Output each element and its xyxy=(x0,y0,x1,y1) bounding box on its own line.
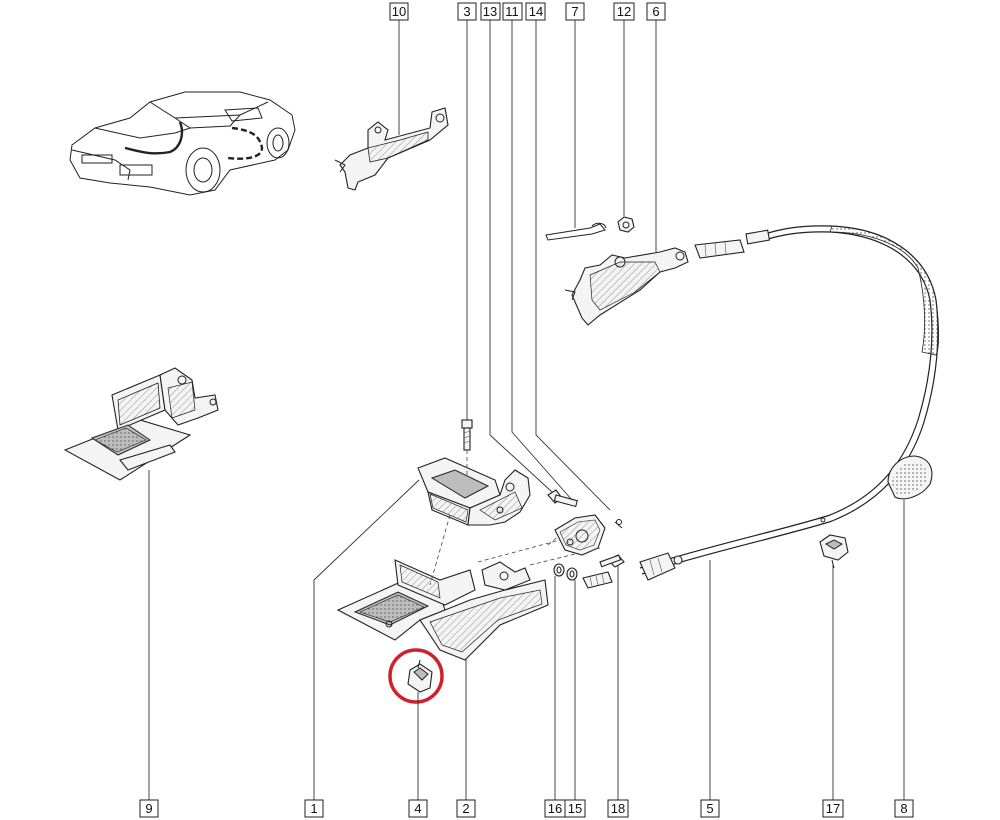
svg-text:14: 14 xyxy=(529,4,543,19)
callout-11: 11 xyxy=(502,2,523,21)
bolt-and-washers xyxy=(547,489,625,589)
callout-18: 18 xyxy=(607,799,629,818)
svg-text:3: 3 xyxy=(463,4,470,19)
svg-text:1: 1 xyxy=(310,801,317,816)
callout-9: 9 xyxy=(139,799,159,818)
part-10-bracket xyxy=(334,107,449,191)
part-12-nut xyxy=(617,216,635,233)
callout-8: 8 xyxy=(894,799,914,818)
svg-text:9: 9 xyxy=(145,801,152,816)
svg-text:17: 17 xyxy=(826,801,840,816)
car-illustration xyxy=(69,91,296,196)
part-3-screw xyxy=(461,419,473,451)
svg-text:10: 10 xyxy=(392,4,406,19)
callout-12: 12 xyxy=(613,2,635,21)
callout-3: 3 xyxy=(457,2,477,21)
part-2-base-plate xyxy=(336,559,549,661)
svg-text:15: 15 xyxy=(568,801,582,816)
svg-text:6: 6 xyxy=(652,4,659,19)
part-7-rod xyxy=(545,222,607,241)
callout-6: 6 xyxy=(646,2,666,21)
svg-text:18: 18 xyxy=(611,801,625,816)
part-9-assembly xyxy=(63,367,219,481)
callout-1: 1 xyxy=(304,799,324,818)
part-8-grommet xyxy=(887,455,933,500)
callout-4: 4 xyxy=(408,799,428,818)
svg-text:12: 12 xyxy=(617,4,631,19)
svg-text:8: 8 xyxy=(900,801,907,816)
assembly-guide-lines xyxy=(429,450,601,586)
part-6-bracket xyxy=(564,247,689,326)
callout-14: 14 xyxy=(525,2,546,21)
callout-2: 2 xyxy=(456,799,476,818)
callout-5: 5 xyxy=(700,799,720,818)
callout-17: 17 xyxy=(822,799,844,818)
svg-text:7: 7 xyxy=(571,4,578,19)
highlight-circle xyxy=(388,648,444,704)
svg-text:5: 5 xyxy=(706,801,713,816)
callout-7: 7 xyxy=(565,2,585,21)
callout-16: 16 xyxy=(544,799,566,818)
part-1-lever-housing xyxy=(417,457,531,526)
callout-13: 13 xyxy=(480,2,501,21)
leader-lines xyxy=(148,20,905,800)
svg-text:13: 13 xyxy=(483,4,497,19)
part-17-clip xyxy=(819,534,849,569)
svg-text:16: 16 xyxy=(548,801,562,816)
callout-10: 10 xyxy=(389,2,409,21)
svg-text:4: 4 xyxy=(414,801,421,816)
part-4-clip xyxy=(407,659,433,693)
svg-text:2: 2 xyxy=(462,801,469,816)
svg-text:11: 11 xyxy=(505,4,519,19)
callout-15: 15 xyxy=(564,799,586,818)
part-5-cable xyxy=(639,225,940,581)
